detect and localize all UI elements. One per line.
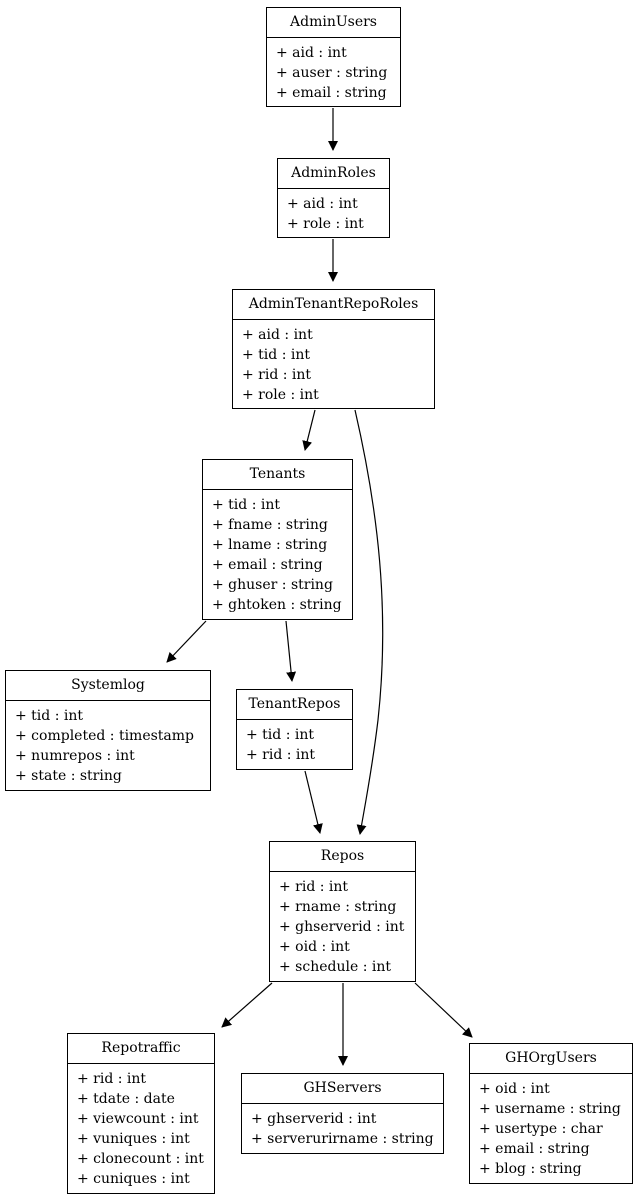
table-field: + role : int <box>242 387 319 403</box>
table-field: + aid : int <box>287 196 358 212</box>
field-list: + oid : int + username : string + usertype… <box>470 1074 632 1179</box>
table-field: + rid : int <box>279 879 349 895</box>
table-node-ghservers: GHServers + ghserverid : int + serverurirn… <box>241 1073 444 1154</box>
table-name: GHOrgUsers <box>470 1044 632 1074</box>
edge-repos-to-repotraffic <box>221 982 273 1028</box>
edge-tenants-to-tenantrepos <box>285 620 297 682</box>
table-name: AdminRoles <box>278 159 389 189</box>
table-field: + role : int <box>287 216 364 232</box>
table-node-adminroles: AdminRoles + aid : int + role : int <box>277 158 390 238</box>
table-node-tenantrepos: TenantRepos + tid : int + rid : int <box>236 689 353 770</box>
table-field: + clonecount : int <box>77 1151 204 1167</box>
table-field: + oid : int <box>479 1081 550 1097</box>
table-field: + ghserverid : int <box>279 919 405 935</box>
table-field: + serverurirname : string <box>251 1131 434 1147</box>
table-field: + completed : timestamp <box>15 728 194 744</box>
edge-admintenantreporoles-to-tenants <box>302 409 316 451</box>
table-field: + tid : int <box>246 727 314 743</box>
table-field: + email : string <box>479 1141 590 1157</box>
table-name: AdminTenantRepoRoles <box>233 290 434 320</box>
table-field: + rname : string <box>279 899 397 915</box>
table-field: + ghuser : string <box>212 577 333 593</box>
table-field: + rid : int <box>242 367 312 383</box>
table-name: GHServers <box>242 1074 443 1104</box>
table-field: + rid : int <box>77 1071 147 1087</box>
table-field: + viewcount : int <box>77 1111 199 1127</box>
table-field: + cuniques : int <box>77 1171 190 1187</box>
table-field: + rid : int <box>246 747 316 763</box>
table-name: Repos <box>270 842 415 872</box>
table-name: Tenants <box>203 460 352 490</box>
table-field: + auser : string <box>276 65 388 81</box>
field-list: + aid : int + auser : string + email : str… <box>267 38 400 103</box>
field-list: + aid : int + role : int <box>278 189 389 234</box>
field-list: + aid : int + tid : int + rid : int + role … <box>233 320 434 405</box>
table-field: + usertype : char <box>479 1121 603 1137</box>
field-list: + rid : int + rname : string + ghserverid … <box>270 872 415 977</box>
table-field: + aid : int <box>276 45 347 61</box>
table-field: + tid : int <box>212 497 280 513</box>
table-field: + aid : int <box>242 327 313 343</box>
table-field: + blog : string <box>479 1161 582 1177</box>
table-node-admintenantreporoles: AdminTenantRepoRoles + aid : int + tid : i… <box>232 289 435 409</box>
table-node-repotraffic: Repotraffic + rid : int + tdate : date + vi… <box>67 1033 215 1194</box>
field-list: + rid : int + tdate : date + viewcount : i… <box>68 1064 214 1189</box>
table-field: + username : string <box>479 1101 621 1117</box>
table-field: + lname : string <box>212 537 328 553</box>
field-list: + tid : int + fname : string + lname : str… <box>203 490 352 615</box>
table-node-tenants: Tenants + tid : int + fname : string + lnam… <box>202 459 353 620</box>
edge-admintenantreporoles-to-repos <box>354 409 384 835</box>
table-node-ghorgusers: GHOrgUsers + oid : int + username : string… <box>469 1043 633 1184</box>
table-field: + numrepos : int <box>15 748 135 764</box>
table-node-systemlog: Systemlog + tid : int + completed : timest… <box>5 670 211 791</box>
table-field: + ghtoken : string <box>212 597 342 613</box>
table-field: + schedule : int <box>279 959 391 975</box>
table-field: + fname : string <box>212 517 328 533</box>
table-node-adminusers: AdminUsers + aid : int + auser : string + e… <box>266 7 401 107</box>
edge-repos-to-ghorgusers <box>414 982 473 1038</box>
table-field: + tid : int <box>242 347 310 363</box>
edge-tenants-to-systemlog <box>166 620 207 663</box>
table-field: + email : string <box>212 557 323 573</box>
table-field: + tid : int <box>15 708 83 724</box>
table-name: AdminUsers <box>267 8 400 38</box>
field-list: + tid : int + completed : timestamp + numr… <box>6 701 210 786</box>
table-node-repos: Repos + rid : int + rname : string + ghserv… <box>269 841 416 982</box>
edge-tenantrepos-to-repos <box>304 770 323 834</box>
field-list: + tid : int + rid : int <box>237 720 352 765</box>
table-name: TenantRepos <box>237 690 352 720</box>
table-field: + state : string <box>15 768 122 784</box>
table-field: + ghserverid : int <box>251 1111 377 1127</box>
table-field: + email : string <box>276 85 387 101</box>
table-field: + oid : int <box>279 939 350 955</box>
field-list: + ghserverid : int + serverurirname : str… <box>242 1104 443 1149</box>
table-field: + vuniques : int <box>77 1131 190 1147</box>
table-field: + tdate : date <box>77 1091 175 1107</box>
table-name: Systemlog <box>6 671 210 701</box>
table-name: Repotraffic <box>68 1034 214 1064</box>
